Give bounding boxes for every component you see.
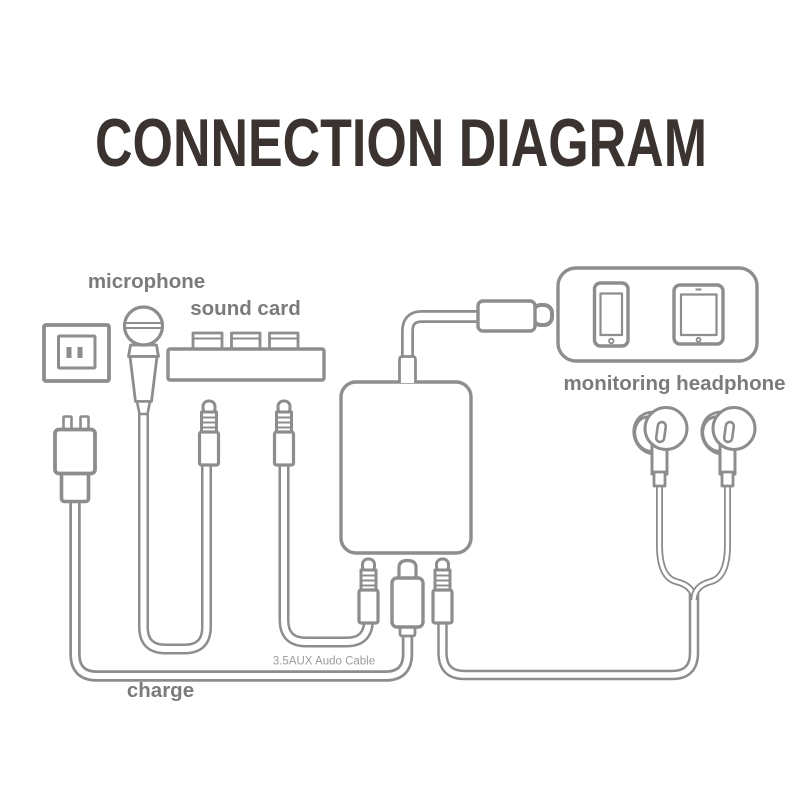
audio-jack-icon	[197, 399, 221, 467]
sound-card-label: sound card	[190, 297, 301, 320]
audio-jack-icon	[357, 557, 380, 625]
phone-icon	[592, 281, 630, 348]
earbud-left-icon	[632, 406, 689, 488]
monitoring-headphone-label: monitoring headphone	[563, 372, 785, 395]
page-title: CONNECTION DIAGRAM	[95, 105, 707, 181]
charge-cable	[69, 468, 414, 682]
usb-power-adapter-icon	[53, 415, 97, 504]
earbud-left-cable	[656, 478, 698, 601]
wall-outlet-icon	[42, 323, 111, 383]
microphone-label: microphone	[88, 270, 205, 293]
earbud-right-icon	[700, 406, 757, 488]
device-panel-icon	[556, 266, 759, 363]
audio-jack-icon	[431, 557, 454, 625]
charge-label: charge	[127, 679, 194, 702]
microphone-icon	[122, 305, 165, 416]
adapter-to-lightning-cable	[401, 310, 490, 376]
microphone-cable	[138, 407, 212, 655]
earbud-right-cable	[690, 478, 731, 601]
lightning-connector-icon	[476, 299, 554, 333]
earbuds-icon	[632, 406, 757, 488]
aux-cable	[278, 458, 374, 648]
aux-cable-label: 3.5AUX Audo Cable	[273, 656, 375, 668]
audio-jack-icon	[272, 399, 296, 467]
adapter-box-icon	[339, 355, 473, 555]
headphone-cable	[437, 592, 700, 681]
sound-card-icon	[166, 331, 326, 382]
lightning-plug-icon	[390, 558, 425, 638]
tablet-icon	[672, 283, 725, 346]
